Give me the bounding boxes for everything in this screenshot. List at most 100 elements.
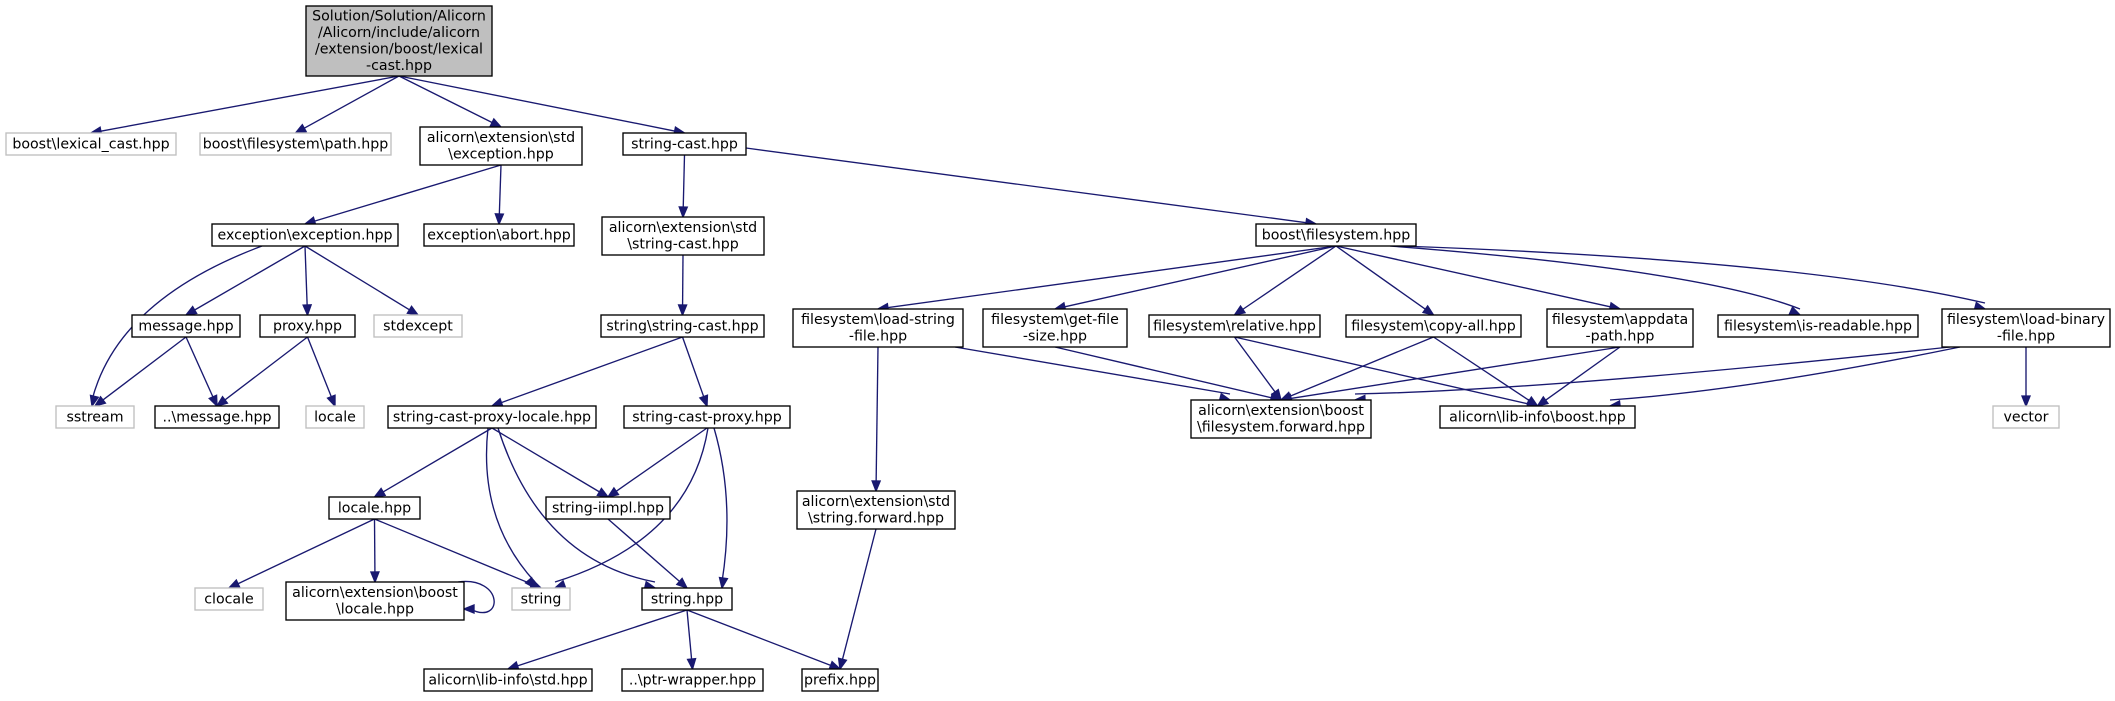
node-message[interactable]: message.hpp (131, 314, 241, 338)
node-ext-std-string-cast[interactable]: alicorn\extension\std\string-cast.hpp (601, 216, 765, 256)
node-box (199, 132, 392, 156)
node-boost-lexical-cast: boost\lexical_cast.hpp (5, 132, 177, 156)
edge-fs-appdata-to-lib-info-boost (1536, 346, 1621, 408)
edge-exception-exception-to-proxy (302, 245, 313, 317)
edge-arrowhead (302, 304, 313, 317)
node-dotdot-message[interactable]: ..\message.hpp (154, 405, 280, 429)
node-proxy[interactable]: proxy.hpp (259, 314, 356, 338)
node-fs-copy-all[interactable]: filesystem\copy-all.hpp (1345, 314, 1522, 338)
node-lib-info-boost[interactable]: alicorn\lib-info\boost.hpp (1439, 405, 1636, 429)
node-stdexcept: stdexcept (373, 314, 463, 338)
edge-boost-filesystem-to-fs-relative (1232, 245, 1337, 317)
edge-string-cast-proxy-locale-to-string-ext (485, 427, 537, 590)
edge-arrowhead (208, 394, 218, 408)
node-boost-filesystem[interactable]: boost\filesystem.hpp (1255, 223, 1417, 247)
edge-line (304, 245, 308, 306)
node-ext-std-exception[interactable]: alicorn\extension\std\exception.hpp (419, 126, 583, 166)
edge-string-hpp-to-prefix (686, 609, 842, 670)
node-exception-exception[interactable]: exception\exception.hpp (211, 223, 399, 247)
node-label-line: filesystem\relative.hpp (1153, 318, 1316, 334)
edge-arrowhead (2021, 395, 2031, 408)
edge-line (615, 427, 708, 492)
node-box (387, 405, 597, 429)
node-label-line: boost\lexical_cast.hpp (12, 136, 169, 152)
node-box (328, 496, 421, 520)
edge-fs-load-binary-to-lib-info-boost (1608, 346, 1961, 410)
node-box (801, 668, 879, 692)
node-sstream: sstream (55, 405, 135, 429)
node-label-line: filesystem\copy-all.hpp (1351, 318, 1516, 334)
edge-boost-filesystem-to-fs-load-string (876, 245, 1337, 313)
node-box (600, 314, 765, 338)
node-string-hpp[interactable]: string.hpp (641, 587, 733, 611)
node-exception-abort[interactable]: exception\abort.hpp (423, 223, 575, 247)
node-locale-ext: locale (305, 405, 365, 429)
node-box (373, 314, 463, 338)
edge-string-cast-proxy-to-string-hpp (713, 427, 729, 590)
node-fs-get-file-size[interactable]: filesystem\get-file-size.hpp (982, 308, 1128, 348)
edge-arrowhead (828, 660, 842, 670)
edge-line (686, 609, 831, 667)
node-label-line: string-cast.hpp (631, 136, 738, 152)
node-ext-std-string-forward[interactable]: alicorn\extension\std\string.forward.hpp (796, 490, 956, 530)
node-label-line: ..\message.hpp (162, 409, 271, 425)
node-fs-is-readable[interactable]: filesystem\is-readable.hpp (1717, 314, 1919, 338)
edge-line (194, 245, 306, 311)
node-fs-load-string[interactable]: filesystem\load-string-file.hpp (792, 308, 964, 348)
node-box (259, 314, 356, 338)
edge-string-cast-proxy-locale-to-locale-hpp (372, 427, 493, 498)
node-clocale: clocale (194, 587, 264, 611)
node-ext-boost-locale[interactable]: alicorn\extension\boost\locale.hpp (285, 581, 465, 621)
edge-line (398, 75, 493, 124)
edge-line (887, 245, 1337, 309)
edge-arrowhead (89, 394, 100, 408)
node-box (641, 587, 733, 611)
node-label-line: stdexcept (383, 318, 453, 334)
edge-string-iimpl-to-string-hpp (607, 518, 689, 590)
edge-arrowhead (369, 571, 380, 584)
node-string-cast-proxy[interactable]: string-cast-proxy.hpp (623, 405, 791, 429)
node-fs-load-binary[interactable]: filesystem\load-binary-file.hpp (1941, 308, 2111, 348)
edge-ext-boost-locale-to-ext-boost-locale (457, 580, 495, 614)
node-locale-hpp[interactable]: locale.hpp (328, 496, 421, 520)
node-label-line: alicorn\lib-info\std.hpp (428, 672, 587, 688)
edge-arrowhead (406, 305, 420, 316)
node-box (55, 405, 135, 429)
node-string-cast-proxy-locale[interactable]: string-cast-proxy-locale.hpp (387, 405, 597, 429)
edge-string-hpp-to-lib-info-std (506, 609, 688, 671)
node-ext-boost-fs-forward[interactable]: alicorn\extension\boost\filesystem.forwa… (1190, 399, 1372, 439)
edge-boost-filesystem-to-fs-is-readable (1389, 245, 1802, 316)
node-string-iimpl[interactable]: string-iimpl.hpp (545, 496, 671, 520)
node-box (1546, 308, 1694, 348)
node-prefix[interactable]: prefix.hpp (801, 668, 879, 692)
node-box (285, 581, 465, 621)
node-fs-relative[interactable]: filesystem\relative.hpp (1148, 314, 1321, 338)
node-box (1717, 314, 1919, 338)
edge-line (841, 528, 877, 660)
edge-line (517, 609, 688, 667)
edge-line (100, 75, 400, 132)
node-string-ext: string (511, 587, 571, 611)
node-box (1345, 314, 1522, 338)
node-fs-appdata[interactable]: filesystem\appdata-path.hpp (1546, 308, 1694, 348)
edge-arrowhead (596, 487, 610, 498)
edge-line (485, 427, 536, 583)
node-box (545, 496, 671, 520)
edge-string-cast-proxy-locale-to-string-iimpl (491, 427, 610, 498)
edge-arrowhead (93, 395, 107, 408)
node-box (211, 223, 399, 247)
edge-line (554, 427, 709, 583)
node-string-string-cast[interactable]: string\string-cast.hpp (600, 314, 765, 338)
edge-line (306, 336, 332, 397)
node-label-line: filesystem\load-binary (1947, 312, 2105, 328)
node-lib-info-std[interactable]: alicorn\lib-info\std.hpp (423, 668, 593, 692)
node-ptr-wrapper[interactable]: ..\ptr-wrapper.hpp (621, 668, 764, 692)
node-box (423, 223, 575, 247)
node-box (623, 405, 791, 429)
node-label-line: string-iimpl.hpp (552, 500, 664, 516)
edge-fs-appdata-to-ext-boost-fs-forward (1279, 346, 1621, 404)
node-string-cast[interactable]: string-cast.hpp (622, 132, 747, 156)
edge-line (686, 609, 693, 660)
node-label-line: alicorn\lib-info\boost.hpp (1449, 409, 1626, 425)
edge-line (398, 75, 675, 132)
